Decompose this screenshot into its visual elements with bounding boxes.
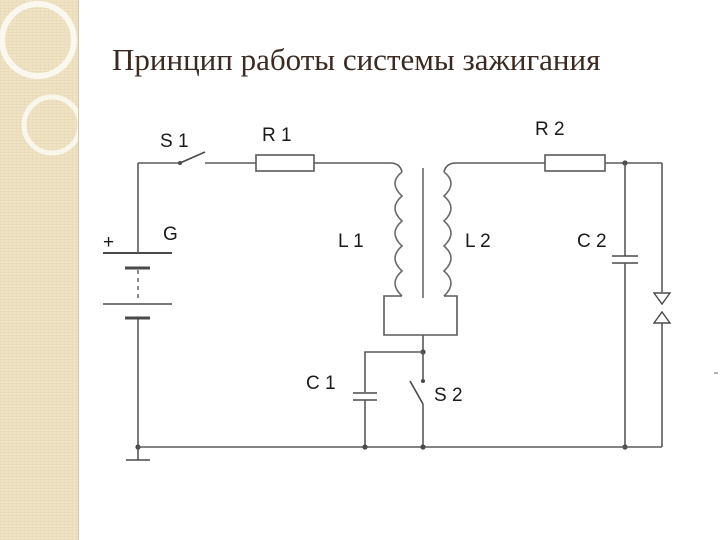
capacitor-c1 — [353, 392, 377, 401]
label-s1: S 1 — [160, 131, 189, 152]
wire-to-l1 — [314, 162, 403, 173]
battery-g — [103, 252, 172, 320]
coil-l1 — [394, 171, 404, 297]
wire-coil-box — [383, 295, 458, 336]
decorative-sidebar — [0, 0, 79, 540]
coil-l2 — [442, 171, 452, 297]
resistor-r1 — [255, 154, 315, 172]
switch-s2 — [409, 379, 425, 405]
spark-gap — [652, 292, 672, 324]
junction-dot — [362, 444, 368, 450]
capacitor-c2 — [612, 255, 638, 264]
label-c1: C 1 — [306, 373, 336, 394]
wire-c1-top — [364, 351, 423, 392]
wire-to-r2 — [443, 162, 545, 173]
decorative-rings — [0, 1, 78, 156]
label-l1: L 1 — [338, 231, 364, 252]
label-g: G — [163, 224, 178, 245]
label-plus: + — [103, 232, 114, 253]
label-r1: R 1 — [262, 125, 292, 146]
slide-title: Принцип работы системы зажигания — [112, 42, 601, 77]
label-r2: R 2 — [535, 119, 565, 140]
label-l2: L 2 — [465, 231, 491, 252]
junction-dot — [420, 444, 426, 450]
label-s2: S 2 — [434, 385, 463, 406]
resistor-r2 — [544, 154, 606, 172]
switch-s1 — [178, 151, 206, 165]
label-c2: C 2 — [577, 231, 607, 252]
